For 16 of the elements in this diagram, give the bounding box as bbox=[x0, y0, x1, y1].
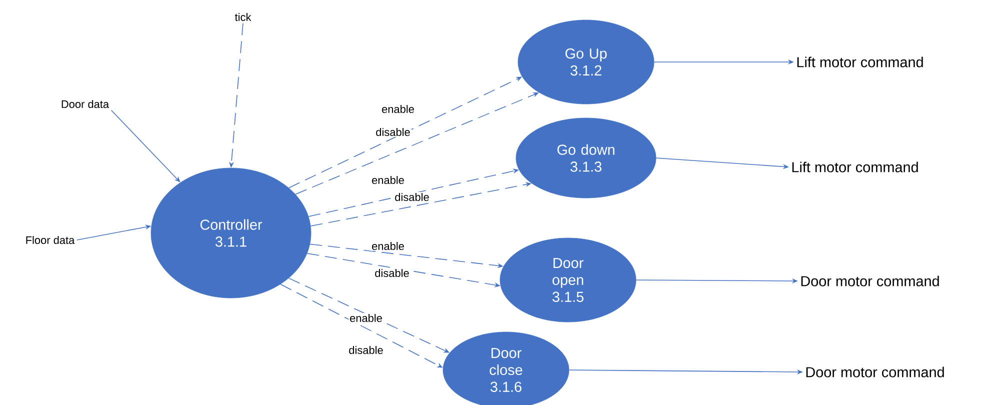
input-label: Door data bbox=[62, 100, 110, 108]
output-label: Lift motor command bbox=[792, 162, 918, 172]
output-label: Door motor command bbox=[801, 276, 939, 286]
edge-label: enable bbox=[348, 312, 384, 324]
edge-label: enable bbox=[370, 240, 406, 252]
output-label: Lift motor command bbox=[797, 56, 923, 68]
edge-label: enable bbox=[370, 174, 406, 186]
edge-label: disable bbox=[374, 126, 412, 138]
edge-label: disable bbox=[394, 192, 430, 202]
edge-label: enable bbox=[380, 104, 416, 114]
edge-label: disable bbox=[374, 268, 410, 278]
arrow bbox=[110, 110, 180, 182]
edge-label: disable bbox=[348, 344, 384, 356]
input-label: Floor data bbox=[26, 236, 75, 244]
input-label: tick bbox=[234, 12, 252, 22]
output-label: Door motor command bbox=[806, 366, 944, 378]
